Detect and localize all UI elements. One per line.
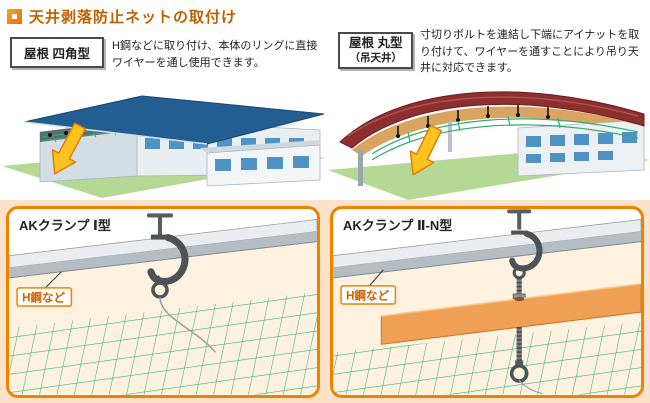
net-grid [9, 291, 317, 395]
down-arrow-icon [51, 122, 87, 175]
description-square-type: H鋼などに取り付け、本体のリングに直接ワイヤーを通し使用できます。 [112, 40, 318, 69]
interior-ceiling [352, 106, 644, 156]
h-beam [9, 219, 317, 279]
clamp-type1-illustration: H鋼など [9, 213, 317, 395]
clamp-panel-type2n: AKクランプ Ⅱ-N型 H鋼など [330, 206, 644, 398]
title-bullet-icon [7, 9, 22, 24]
ak-clamp-type1-icon [146, 213, 189, 299]
net-grid [333, 322, 641, 395]
page-title: 天井剥落防止ネットの取付け [29, 9, 238, 26]
building-illustration-round-roof [328, 91, 650, 200]
clamp-panel-type2n-title: AKクランプ Ⅱ-N型 [343, 218, 453, 233]
clamp-panel-type1: AKクランプ Ⅰ型 H鋼など [6, 206, 320, 398]
clamp-type2n-illustration: H鋼など [333, 209, 641, 395]
roof-type-label-round-text: 屋根 丸型 [349, 36, 403, 50]
beam-label-box [340, 285, 397, 305]
hanging-clamps [396, 105, 550, 138]
label-leader-line [44, 271, 62, 289]
beam-label: H鋼など [346, 288, 389, 302]
column [358, 150, 363, 186]
beam-label-box [16, 287, 73, 307]
roof-type-label-square: 屋根 四角型 [10, 37, 104, 68]
description-round-type: 寸切りボルトを連結し下端にアイナットを取り付けて、ワイヤーを通すことにより吊り天… [420, 29, 640, 74]
h-beam [333, 219, 641, 279]
column [448, 122, 452, 152]
roof-type-label-square-text: 屋根 四角型 [24, 47, 90, 61]
building-illustration-square-roof [2, 95, 326, 198]
rod-hole [514, 296, 525, 302]
suspended-net [371, 115, 639, 161]
wire [518, 380, 543, 395]
roof-round-red [339, 91, 645, 149]
beam-label: H鋼など [22, 290, 65, 304]
clamp-panel-type1-title: AKクランプ Ⅰ型 [19, 218, 111, 233]
roof-type-label-round-subtext: （吊天井） [349, 51, 402, 64]
roof-square-blue [23, 95, 325, 145]
building-wall-right [517, 119, 645, 177]
page-header: 天井剥落防止ネットの取付け [7, 6, 237, 27]
ceiling-panel [380, 283, 641, 345]
wire [159, 296, 216, 353]
roof-type-label-round: 屋根 丸型 （吊天井） [338, 32, 414, 69]
label-leader-line [368, 269, 384, 287]
annex-building [200, 140, 321, 187]
down-arrow-icon [409, 124, 443, 176]
